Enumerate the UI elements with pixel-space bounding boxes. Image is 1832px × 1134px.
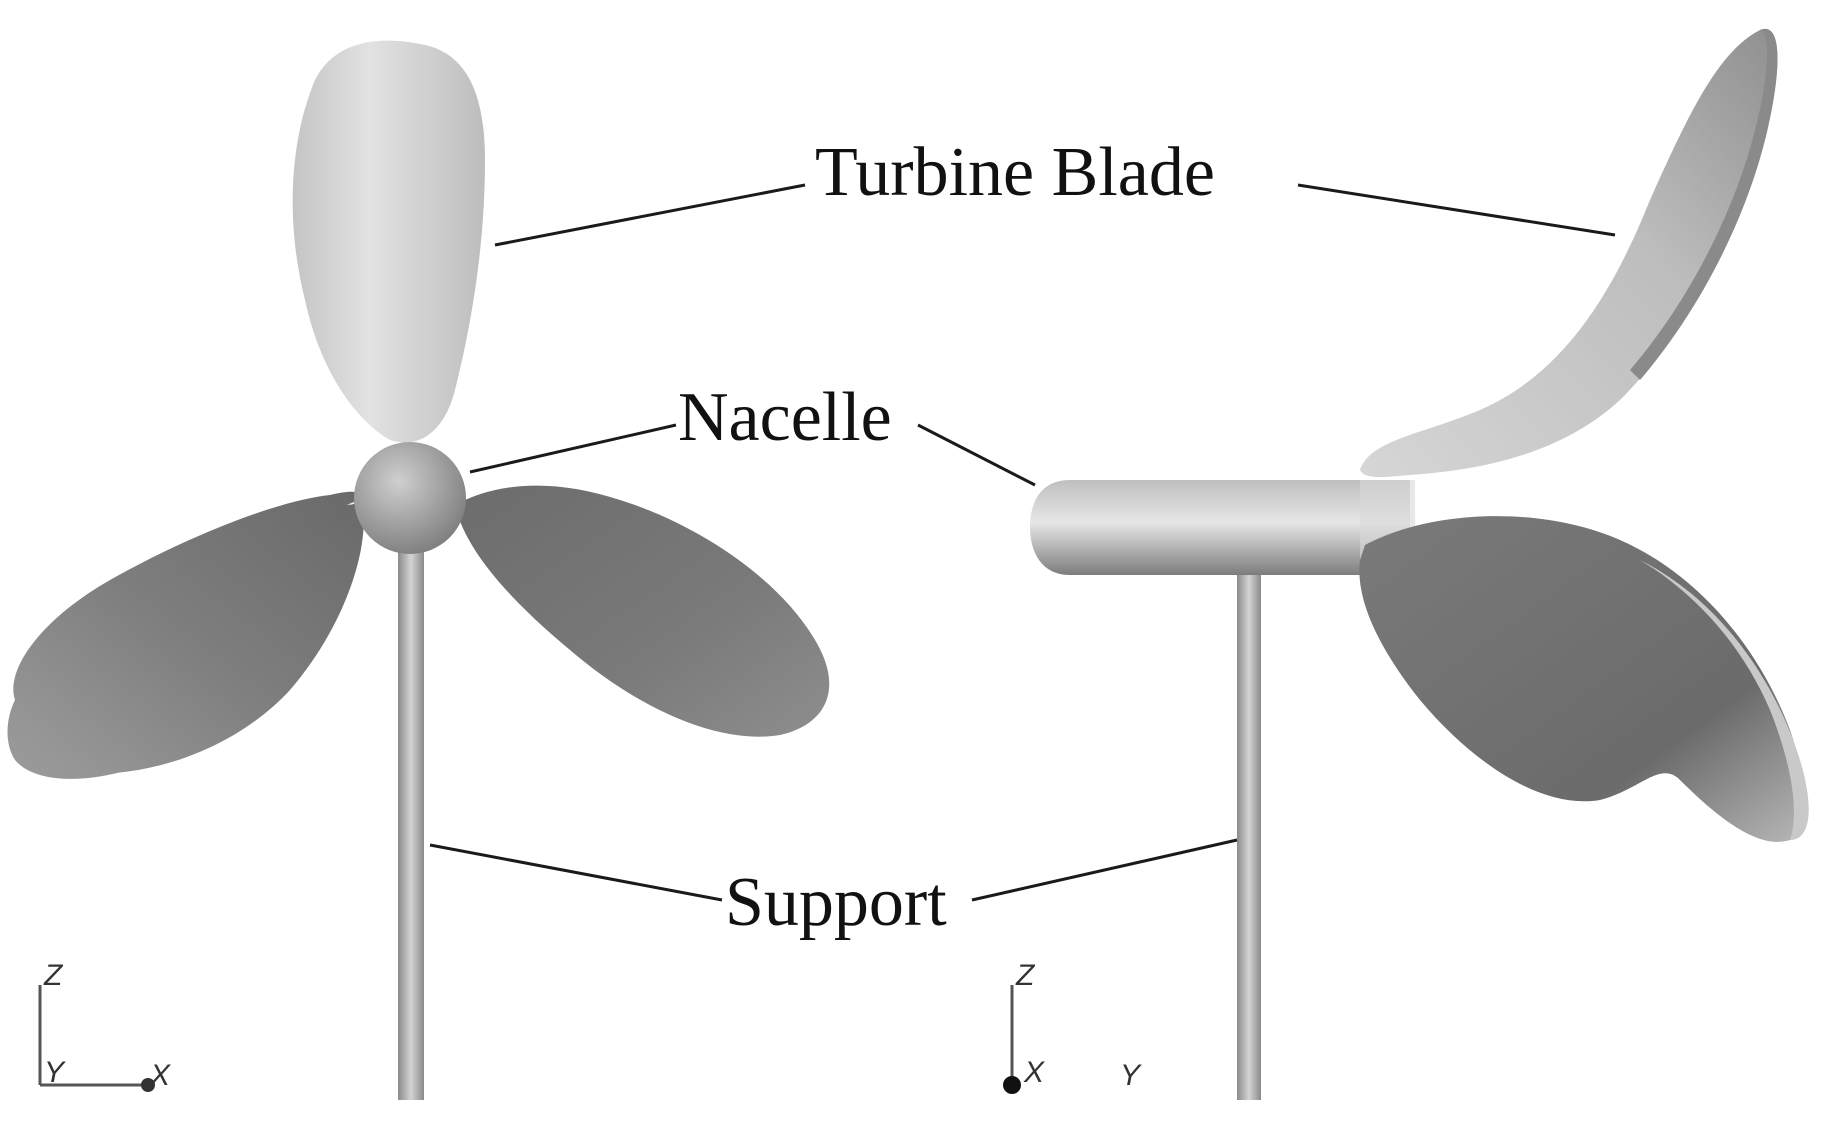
side-blade-lower xyxy=(1359,516,1807,842)
side-support-pole xyxy=(1237,570,1261,1100)
nacelle-leader-left xyxy=(469,423,677,474)
side-nacelle xyxy=(1030,480,1415,575)
side-blade-upper xyxy=(1360,28,1778,478)
front-axis-y-label: Y xyxy=(44,1056,66,1089)
support-leader-right xyxy=(971,838,1238,902)
side-axis-z-label: Z xyxy=(1015,959,1036,992)
front-blade-right xyxy=(455,485,830,737)
front-view: Z Y X xyxy=(7,40,830,1100)
nacelle-label: Nacelle xyxy=(678,379,892,456)
side-axis-y-label: Y xyxy=(1120,1059,1142,1092)
turbine-blade-leader-right xyxy=(1297,183,1616,237)
support-label: Support xyxy=(725,864,947,941)
side-axis-triad: Z X Y xyxy=(1003,959,1142,1094)
front-blade-top xyxy=(292,40,485,443)
front-blade-left-body xyxy=(14,504,364,774)
front-nacelle-hub xyxy=(354,442,466,554)
front-axis-x-label: X xyxy=(149,1059,171,1092)
turbine-blade-label: Turbine Blade xyxy=(815,134,1215,211)
support-leader-left xyxy=(429,843,723,902)
front-axis-triad: Z Y X xyxy=(38,959,171,1092)
nacelle-leader-right xyxy=(917,423,1036,487)
front-axis-z-label: Z xyxy=(43,959,64,992)
side-axis-x-label: X xyxy=(1023,1056,1045,1089)
turbine-blade-leader-left xyxy=(494,183,806,247)
side-blade-lower-edge xyxy=(1640,560,1809,840)
front-support-pole xyxy=(398,545,424,1100)
annotations: Turbine Blade Nacelle Support xyxy=(429,134,1616,941)
side-view: Z X Y xyxy=(1003,28,1809,1100)
